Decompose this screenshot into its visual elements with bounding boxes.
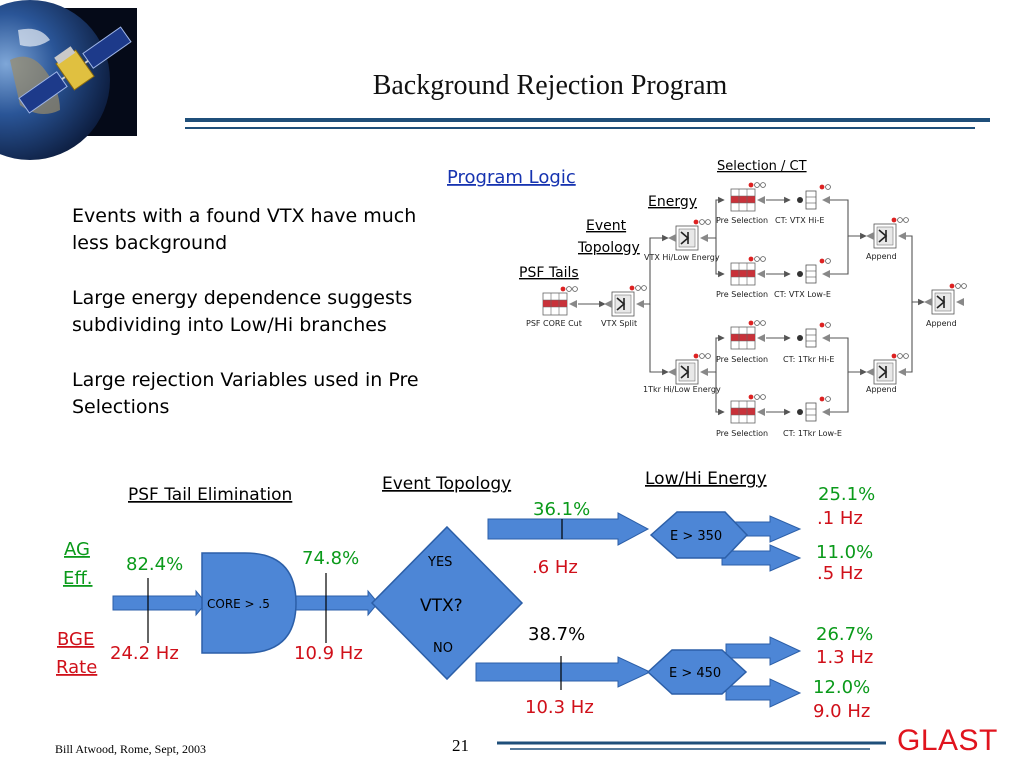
- node-label: Pre Selection: [716, 355, 768, 364]
- rate-value: .6 Hz: [532, 557, 578, 578]
- eff-value: 26.7%: [816, 624, 873, 645]
- node-label: CT: VTX Hi-E: [775, 216, 824, 225]
- out-arrow: [725, 678, 802, 708]
- eff-value: 11.0%: [816, 542, 873, 563]
- bge-rate-label: Rate: [56, 657, 97, 678]
- glast-logo: GLAST: [897, 724, 998, 757]
- e350-label: E > 350: [670, 529, 722, 544]
- node-label: Append: [926, 319, 957, 328]
- node-label: CT: 1Tkr Hi-E: [783, 355, 834, 364]
- bullet-item: Large rejection Variables used in Pre Se…: [72, 369, 419, 418]
- bullet-item: Large energy dependence suggests subdivi…: [72, 287, 413, 336]
- selection-ct-label: Selection / CT: [717, 159, 807, 174]
- node-label: CT: VTX Low-E: [774, 290, 831, 299]
- out-arrow: [725, 636, 802, 666]
- input-arrow: [112, 589, 207, 617]
- bullet-item: Events with a found VTX have much less b…: [72, 205, 417, 254]
- ag-eff-label: Eff.: [63, 568, 93, 589]
- node-label: VTX Split: [601, 319, 637, 328]
- rate-value: .1 Hz: [817, 508, 863, 529]
- eff-value: 38.7%: [528, 624, 585, 645]
- psf-tail-heading: PSF Tail Elimination: [128, 485, 292, 505]
- node-label: Append: [866, 252, 897, 261]
- e350-hex: [649, 511, 749, 559]
- node-label: VTX Hi/Low Energy: [644, 253, 720, 262]
- rate-value: 10.9 Hz: [294, 643, 363, 664]
- low-hi-heading: Low/Hi Energy: [645, 469, 767, 489]
- page-title: Background Rejection Program: [372, 70, 728, 101]
- node-label: Append: [866, 385, 897, 394]
- page-number: 21: [452, 736, 469, 755]
- rate-value: 10.3 Hz: [525, 697, 594, 718]
- core-gate: [201, 552, 297, 654]
- bge-rate-label: BGE: [57, 629, 94, 650]
- node-label: Pre Selection: [716, 429, 768, 438]
- node-label: Pre Selection: [716, 216, 768, 225]
- psf-tails-label: PSF Tails: [519, 265, 579, 281]
- node-label: 1Tkr Hi/Low Energy: [643, 385, 721, 394]
- event-topology-heading: Event Topology: [382, 474, 511, 494]
- eff-value: 36.1%: [533, 499, 590, 520]
- out-arrow: [721, 544, 802, 572]
- energy-label: Energy: [648, 194, 697, 210]
- eff-value: 82.4%: [126, 554, 183, 575]
- footer-author: Bill Atwood, Rome, Sept, 2003: [55, 742, 207, 756]
- program-logic-heading: Program Logic: [447, 167, 576, 188]
- node-label: PSF CORE Cut: [526, 319, 582, 328]
- core-gate-label: CORE > .5: [207, 597, 270, 611]
- no-label: NO: [433, 641, 453, 656]
- e450-label: E > 450: [669, 666, 721, 681]
- e450-hex: [646, 649, 748, 695]
- gate-arrow: [291, 589, 379, 617]
- rate-value: .5 Hz: [817, 563, 863, 584]
- eff-value: 25.1%: [818, 484, 875, 505]
- event-label: Event: [586, 218, 627, 234]
- no-arrow: [475, 656, 652, 688]
- topology-label: Topology: [577, 240, 640, 256]
- rate-value: 24.2 Hz: [110, 643, 179, 664]
- yes-label: YES: [427, 555, 452, 570]
- rate-value: 1.3 Hz: [816, 647, 873, 668]
- eff-value: 12.0%: [813, 677, 870, 698]
- vtx-question: VTX?: [420, 596, 463, 616]
- node-label: Pre Selection: [716, 290, 768, 299]
- rate-value: 9.0 Hz: [813, 701, 870, 722]
- vtx-diamond: [370, 525, 524, 681]
- bullet-list: Events with a found VTX have much less b…: [72, 203, 452, 449]
- eff-value: 74.8%: [302, 548, 359, 569]
- node-label: CT: 1Tkr Low-E: [783, 429, 842, 438]
- yes-arrow: [487, 512, 650, 546]
- ag-eff-label: AG: [64, 539, 90, 560]
